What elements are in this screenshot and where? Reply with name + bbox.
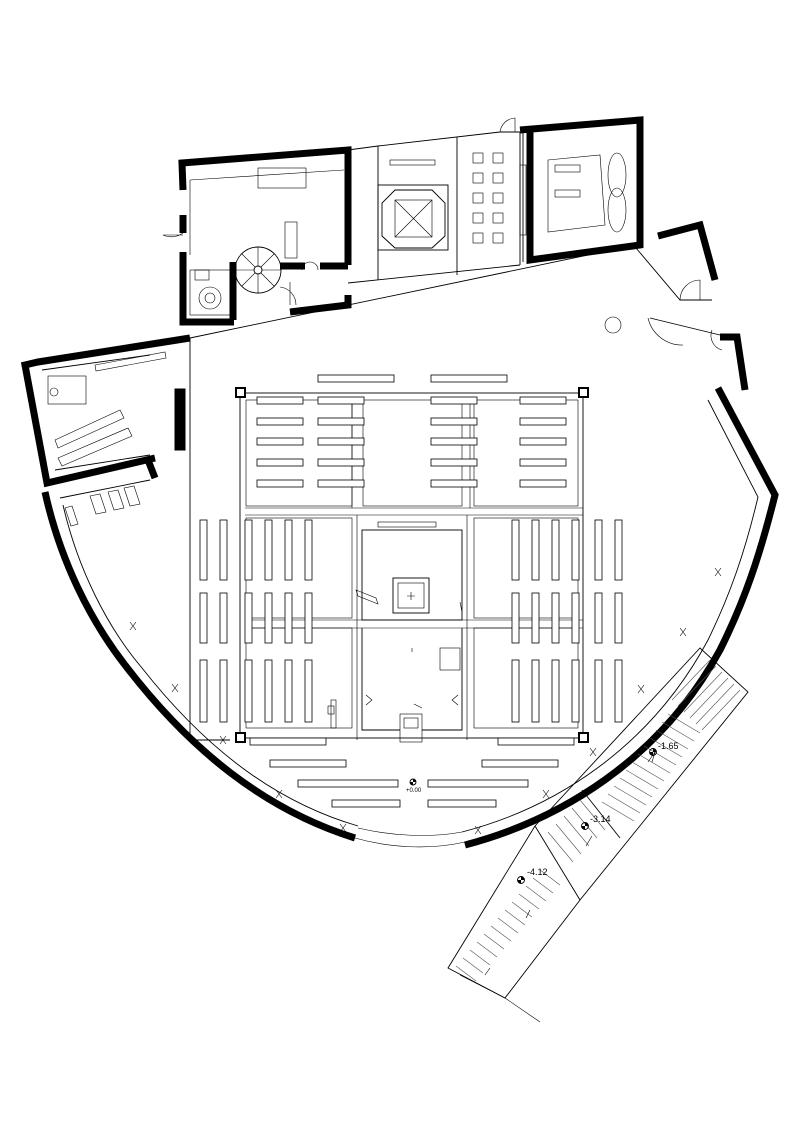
sacristy-wall [178, 146, 352, 326]
column [578, 387, 589, 398]
altar [392, 577, 430, 614]
pews-south [249, 737, 575, 808]
column [235, 732, 246, 743]
vestibule-wall [657, 220, 749, 391]
level-marker-upper: -1.65 [649, 741, 679, 756]
level-marker-mid: -3.14 [581, 814, 611, 830]
west-wall [20, 334, 191, 488]
stair-treads [455, 659, 741, 982]
level-label-main: +0.00 [406, 788, 422, 794]
pews-east [511, 519, 623, 723]
nave-grid [239, 392, 584, 739]
pews-north [256, 374, 567, 488]
sanctuary [327, 521, 463, 743]
curved-wall-west [41, 491, 357, 842]
pews-west [199, 519, 313, 723]
entrance-door[interactable] [647, 279, 723, 351]
north-annex [162, 116, 749, 391]
curved-wall-east [464, 386, 779, 849]
level-label-lower: -4.12 [527, 867, 548, 877]
level-marker-lower: -4.12 [517, 867, 548, 884]
annex-outline [347, 131, 521, 284]
baptistery-platform [377, 184, 449, 251]
column [235, 387, 246, 398]
nave-envelope [20, 244, 779, 849]
sacristy-inner-wall [229, 262, 348, 320]
sacristy-door[interactable] [162, 232, 184, 238]
column [578, 732, 589, 743]
annex-seating-grid [472, 152, 504, 244]
spiral-stair [234, 246, 282, 294]
level-marker-main: +0.00 [406, 778, 422, 794]
level-label-upper: -1.65 [658, 741, 679, 751]
level-label-mid: -3.14 [590, 814, 611, 824]
chapel-wall [519, 116, 644, 265]
